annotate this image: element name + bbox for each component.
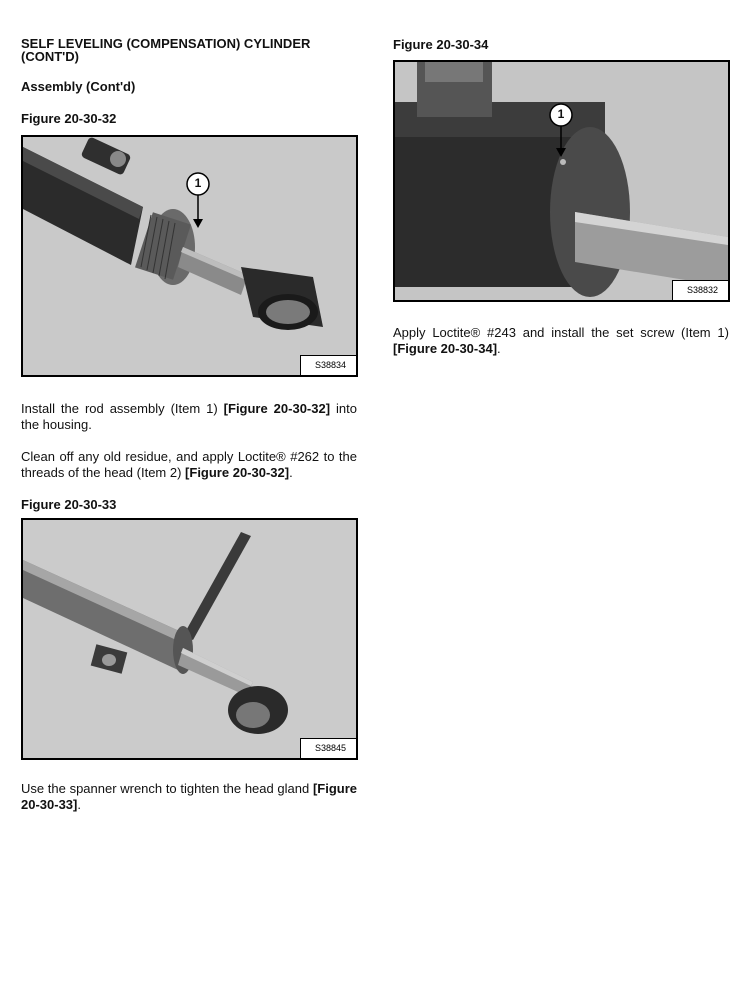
paragraph-apply-loctite-262: Clean off any old residue, and apply Loc…	[21, 449, 357, 481]
set-screw-photo	[395, 62, 728, 300]
figure-20-30-34-photo: 1 S38832	[393, 60, 730, 302]
photo-code: S38845	[299, 738, 356, 758]
figure-20-30-33-photo: S38845	[21, 518, 358, 760]
paragraph-text: Use the spanner wrench to tighten the he…	[21, 781, 313, 796]
figure-reference: [Figure 20-30-34]	[393, 341, 498, 356]
paragraph-tighten-gland: Use the spanner wrench to tighten the he…	[21, 781, 357, 813]
paragraph-text: Install the rod assembly (Item 1)	[21, 401, 224, 416]
spanner-wrench-photo	[23, 520, 356, 758]
paragraph-apply-loctite-243: Apply Loctite® #243 and install the set …	[393, 325, 729, 357]
section-title: SELF LEVELING (COMPENSATION) CYLINDER (C…	[21, 37, 351, 63]
paragraph-text: into the housing.	[21, 401, 357, 432]
paragraph-text: .	[497, 341, 501, 356]
section-title-line1: SELF LEVELING (COMPENSATION) CYLINDER	[21, 36, 311, 51]
photo-code: S38832	[671, 280, 728, 300]
figure-reference: [Figure 20-30-32]	[185, 465, 290, 480]
paragraph-text: .	[77, 797, 81, 812]
paragraph-install-rod: Install the rod assembly (Item 1) [Figur…	[21, 401, 357, 433]
photo-code: S38834	[299, 355, 356, 375]
callout-1: 1	[557, 107, 565, 121]
figure-caption-32: Figure 20-30-32	[21, 111, 117, 126]
figure-reference: [Figure 20-30-32]	[223, 401, 331, 416]
figure-reference: [Figure 20-30-33]	[21, 781, 357, 812]
figure-caption-33: Figure 20-30-33	[21, 497, 117, 512]
figure-caption-34: Figure 20-30-34	[393, 37, 489, 52]
figure-20-30-32-photo: 1 S38834	[21, 135, 358, 377]
paragraph-text: Apply Loctite® #243 and install the set …	[393, 325, 729, 340]
callout-1: 1	[194, 176, 202, 190]
cylinder-rod-photo	[23, 137, 356, 375]
section-title-line2: (CONT'D)	[21, 49, 79, 64]
paragraph-text: .	[289, 465, 293, 480]
subsection-title: Assembly (Cont'd)	[21, 79, 136, 94]
paragraph-text: Clean off any old residue, and apply Loc…	[21, 449, 357, 480]
